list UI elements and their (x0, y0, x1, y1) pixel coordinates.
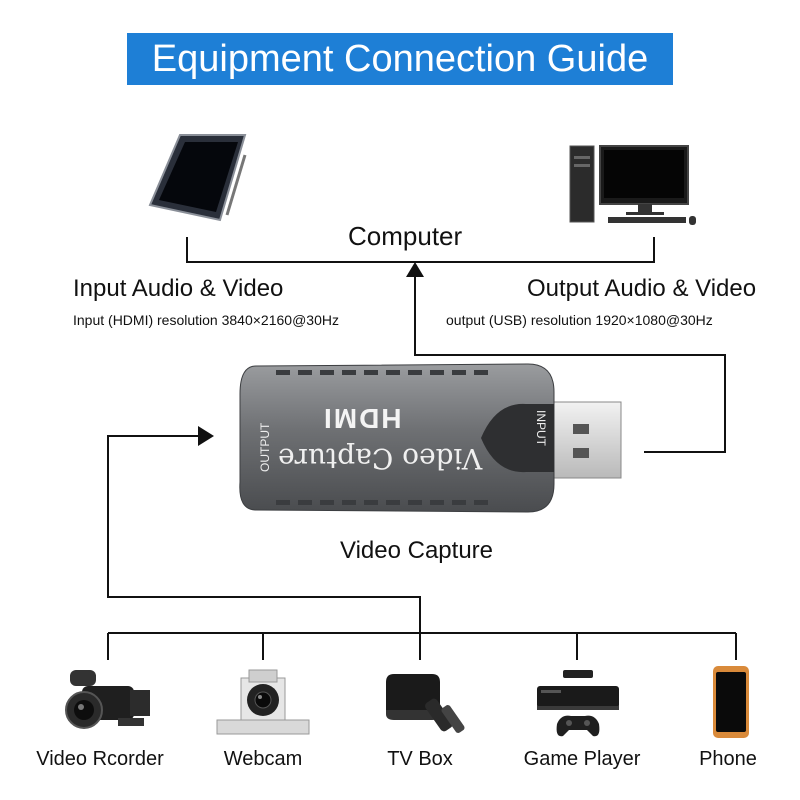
computer-label: Computer (348, 221, 463, 251)
desktop-computer-icon (569, 145, 696, 225)
video-capture-label: Video Capture (340, 537, 493, 564)
input-port-label: INPUT (534, 410, 548, 446)
game-console-icon (537, 670, 619, 737)
source-label-tv-box: TV Box (387, 748, 453, 770)
tablet-icon (148, 134, 247, 222)
input-detail: Input (HDMI) resolution 3840×2160@30Hz (73, 312, 339, 328)
output-port-label: OUTPUT (258, 422, 272, 472)
source-label-video-recorder: Video Rcorder (36, 748, 164, 770)
title-banner: Equipment Connection Guide (127, 33, 673, 85)
phone-icon (713, 666, 749, 738)
output-heading: Output Audio & Video (527, 275, 757, 302)
hdmi-brand-text: HDMI (322, 403, 402, 434)
source-label-webcam: Webcam (223, 748, 303, 770)
output-detail: output (USB) resolution 1920×1080@30Hz (446, 312, 713, 328)
product-text: Video Capture (278, 442, 483, 475)
camcorder-icon (65, 670, 150, 729)
source-label-game-player: Game Player (523, 748, 641, 770)
tv-box-icon (386, 674, 465, 733)
webcam-icon (216, 669, 310, 735)
video-capture-device (239, 363, 622, 513)
input-heading: Input Audio & Video (73, 275, 284, 302)
source-label-phone: Phone (699, 748, 757, 770)
